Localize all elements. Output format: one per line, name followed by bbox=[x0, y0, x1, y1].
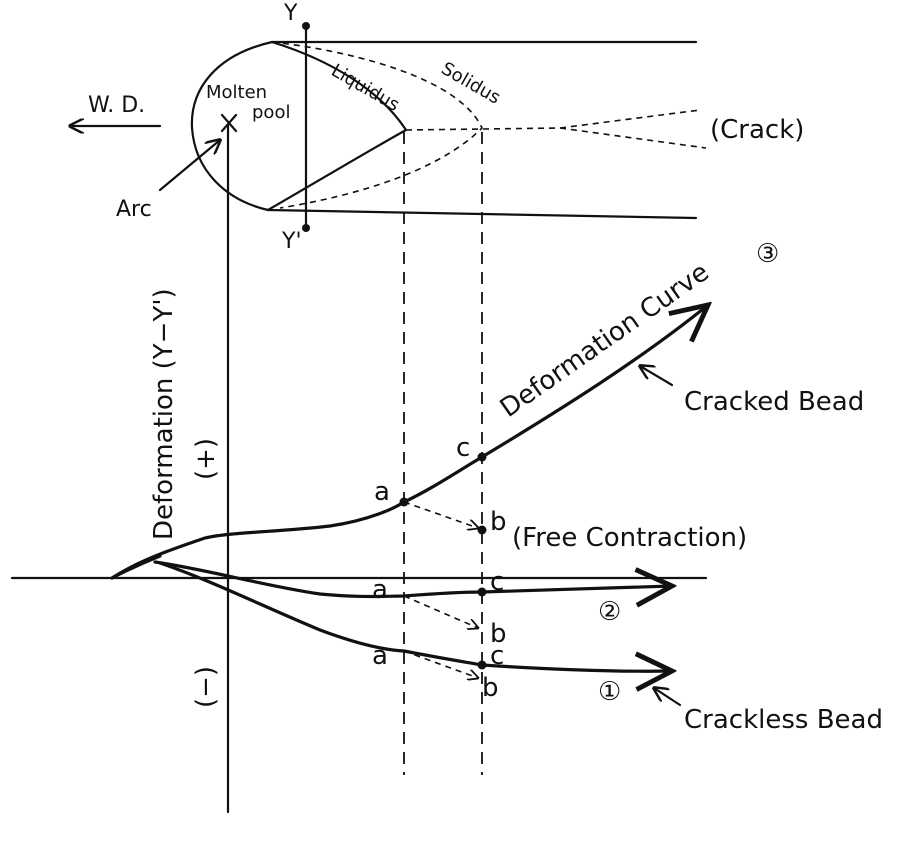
arc-label: Arc bbox=[116, 197, 152, 222]
molten-pool-outline bbox=[190, 40, 274, 212]
solidus-label: Solidus bbox=[438, 58, 504, 109]
minus-label: (−) bbox=[191, 666, 221, 708]
point-c-upper bbox=[477, 452, 487, 462]
crack-line-center bbox=[405, 127, 561, 131]
curve-2-label: ② bbox=[598, 597, 621, 627]
a-mid-label: a bbox=[372, 575, 388, 605]
y-top-label: Y bbox=[283, 1, 298, 26]
deformation-axis-label: Deformation (Y−Y') bbox=[149, 288, 179, 540]
curve-1-label: ① bbox=[598, 677, 621, 707]
solidus-boundary bbox=[271, 41, 483, 209]
deformation-curve-1 bbox=[158, 561, 672, 671]
point-a-upper bbox=[399, 497, 409, 507]
crack-label: (Crack) bbox=[710, 115, 804, 145]
curve-3-label: ③ bbox=[756, 239, 779, 269]
deformation-curve-label: Deformation Curve bbox=[495, 257, 715, 423]
point-c-low bbox=[477, 660, 487, 670]
point-b-upper bbox=[477, 525, 487, 535]
point-c-mid bbox=[477, 587, 487, 597]
a-upper-label: a bbox=[374, 477, 390, 507]
y-bottom-dot bbox=[302, 224, 310, 232]
crackless-bead-pointer bbox=[654, 688, 682, 707]
pool-label: pool bbox=[252, 102, 290, 123]
plus-label: (+) bbox=[191, 438, 221, 480]
c-mid-label: c bbox=[490, 567, 504, 597]
molten-label: Molten bbox=[206, 82, 267, 103]
c-low-label: c bbox=[490, 641, 504, 671]
arc-cross bbox=[220, 113, 238, 133]
crack-line-lower bbox=[559, 127, 707, 149]
free-contraction-arrow-mid bbox=[403, 595, 478, 628]
free-contraction-label: (Free Contraction) bbox=[512, 523, 747, 553]
liquidus-label: Liquidus bbox=[328, 60, 404, 116]
c-upper-label: c bbox=[456, 433, 470, 463]
b-low-label: b bbox=[482, 673, 499, 703]
y-top-dot bbox=[302, 22, 310, 30]
a-low-label: a bbox=[372, 641, 388, 671]
crackless-bead-label: Crackless Bead bbox=[684, 705, 883, 735]
wd-label: W. D. bbox=[88, 93, 145, 118]
crack-line-upper bbox=[559, 109, 701, 129]
arc-pointer bbox=[158, 140, 220, 192]
cracked-bead-label: Cracked Bead bbox=[684, 387, 864, 417]
cracked-bead-pointer bbox=[640, 366, 674, 387]
y-bottom-label: Y' bbox=[281, 229, 302, 254]
b-upper-label: b bbox=[490, 507, 507, 537]
free-contraction-arrow-upper bbox=[403, 501, 478, 528]
b-mid-label: b bbox=[490, 619, 507, 649]
free-contraction-arrow-low bbox=[403, 650, 478, 678]
curve-start-spur bbox=[110, 554, 162, 580]
deformation-curve-3 bbox=[110, 305, 708, 580]
